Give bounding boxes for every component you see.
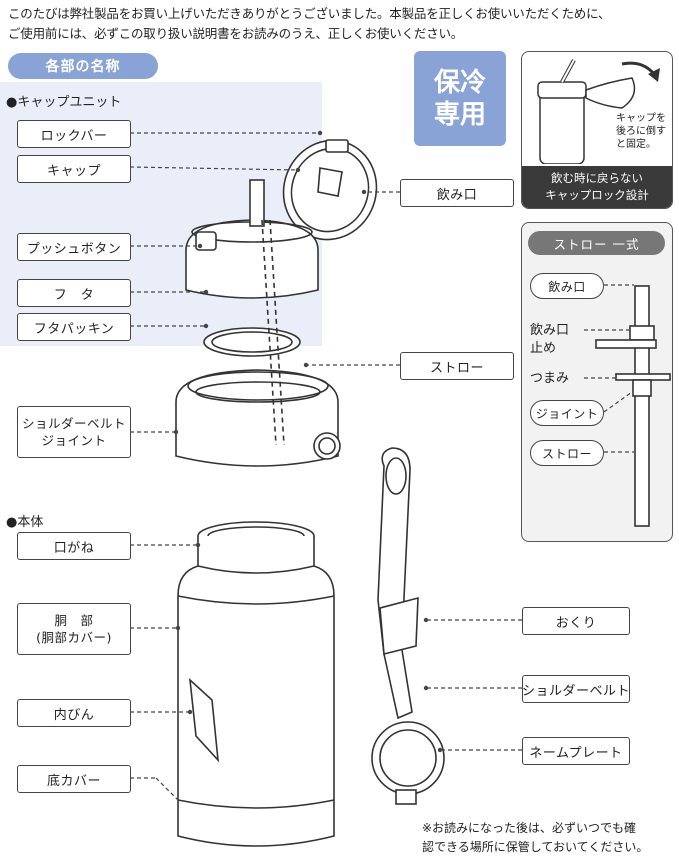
intro-line-2: ご使用前には、必ずこの取り扱い説明書をお読みのうえ、正しくお使いください。 (8, 26, 464, 41)
cold-only-badge: 保冷 専用 (414, 51, 506, 146)
section-title: 各部の名称 (8, 53, 158, 79)
label-lid: フ タ (17, 279, 131, 307)
cap-lock-small-2: 後ろに倒す (616, 126, 666, 137)
cap-lock-illustration (537, 59, 660, 164)
cold-only-line-2: 専用 (433, 99, 486, 130)
label-name-plate: ネームプレート (522, 737, 630, 765)
intro-line-1: このたびは弊社製品をお買い上げいただきありがとうございました。本製品を正しくお使… (8, 6, 611, 21)
label-lid-packing: フタパッキン (17, 313, 131, 341)
straw-set-knob: つまみ (530, 371, 570, 386)
label-straw: ストロー (400, 352, 514, 380)
label-mouthpiece: 飲み口 (400, 179, 514, 207)
label-shoulder-belt-joint-line-2: ジョイント (41, 433, 107, 448)
label-cap: キャップ (17, 155, 131, 183)
cap-lock-small-3: と固定。 (616, 139, 656, 150)
cap-lock-caption: 飲む時に戻らない キャップロック設計 (522, 166, 672, 208)
label-body-line-2: (胴部カバー) (36, 630, 112, 645)
cap-unit-heading: ●キャップユニット (6, 95, 122, 110)
straw-set-mouthpiece: 飲み口 (530, 273, 604, 299)
label-body: 胴 部 (胴部カバー) (17, 603, 131, 655)
cap-lock-caption-1: 飲む時に戻らない (551, 171, 643, 185)
label-shoulder-belt-joint-line-1: ショルダーベルト (21, 416, 126, 431)
body-heading: ●本体 (6, 515, 44, 530)
footnote: ※お読みになった後は、必ずいつでも確 認できる場所に保管しておいてください。 (422, 819, 648, 857)
label-mouth-ring: 口がね (17, 532, 131, 560)
label-bottom-cover: 底カバー (17, 765, 131, 793)
cold-only-line-1: 保冷 (433, 67, 486, 98)
straw-set-joint: ジョイント (530, 400, 604, 426)
label-body-line-1: 胴 部 (54, 613, 94, 628)
footnote-line-1: ※お読みになった後は、必ずいつでも確 (422, 821, 637, 835)
label-shoulder-belt-joint: ショルダーベルト ジョイント (17, 406, 131, 458)
straw-set-stopper-line-1: 飲み口 (530, 323, 570, 338)
cap-lock-caption-2: キャップロック設計 (545, 188, 649, 202)
cap-lock-small-text: キャップを 後ろに倒す と固定。 (616, 112, 666, 151)
cap-lock-note: キャップを 後ろに倒す と固定。 飲む時に戻らない キャップロック設計 (521, 51, 673, 209)
label-loop: おくり (522, 607, 630, 635)
straw-set-straw: ストロー (530, 440, 604, 466)
straw-set-title: ストロー 一式 (528, 231, 665, 255)
label-inner-bottle: 内びん (17, 699, 131, 727)
label-push-button: プッシュボタン (17, 233, 131, 261)
straw-set-stopper-line-2: 止め (530, 341, 557, 356)
footnote-line-2: 認できる場所に保管しておいてください。 (422, 840, 649, 854)
straw-set-stopper: 飲み口 止め (530, 322, 569, 358)
intro-text: このたびは弊社製品をお買い上げいただきありがとうございました。本製品を正しくお使… (8, 4, 678, 44)
label-lock-bar: ロックバー (17, 120, 131, 148)
label-shoulder-belt: ショルダーベルト (522, 675, 630, 703)
cap-lock-small-1: キャップを (616, 113, 666, 124)
